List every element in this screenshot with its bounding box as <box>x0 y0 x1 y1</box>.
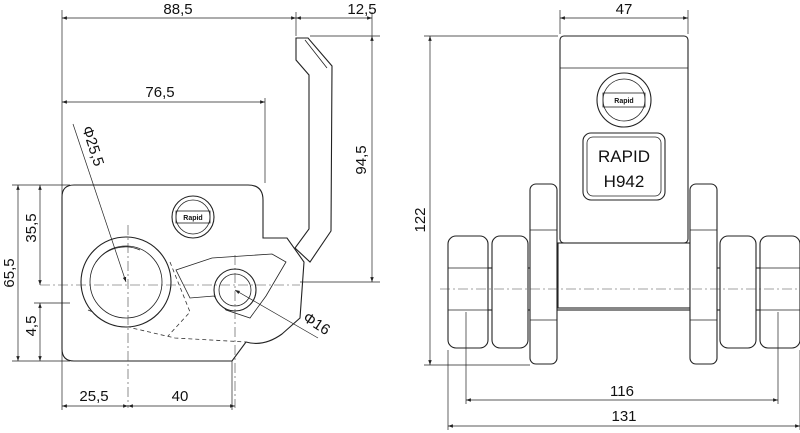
dim-122: 122 <box>412 207 429 232</box>
dim-47: 47 <box>616 1 633 18</box>
dim-12-5: 12,5 <box>347 1 376 18</box>
side-view: Rapid 88,5 12,5 76,5 Φ25,5 94,5 <box>1 1 380 410</box>
dim-116: 116 <box>610 383 634 400</box>
front-roller-right <box>689 183 718 365</box>
front-label-plate: RAPID H942 <box>582 132 666 201</box>
front-wheel-right-outer <box>759 235 800 349</box>
dim-88-5: 88,5 <box>163 1 192 18</box>
front-wheel-right-inner <box>719 235 757 349</box>
front-roller-left <box>529 183 558 365</box>
dim-65-5: 65,5 <box>1 258 18 287</box>
dim-40: 40 <box>172 388 189 405</box>
dim-131: 131 <box>611 408 636 425</box>
front-wheel-left-outer <box>447 235 489 349</box>
dim-dia-16: Φ16 <box>300 309 333 339</box>
diameter-symbol: Φ <box>78 124 98 141</box>
front-logo: Rapid <box>596 72 652 128</box>
dim-4-5: 4,5 <box>23 316 40 337</box>
dim-dia-25-5: Φ25,5 <box>78 124 107 168</box>
dim-76-5: 76,5 <box>145 84 174 101</box>
dim-dia-16-value: 16 <box>310 316 333 339</box>
dim-25-5: 25,5 <box>79 388 108 405</box>
front-label-line1: RAPID <box>598 147 650 166</box>
side-logo-text: Rapid <box>183 215 202 222</box>
side-lever <box>294 37 333 263</box>
front-view: Rapid RAPID H942 <box>412 1 800 430</box>
dim-35-5: 35,5 <box>23 213 40 242</box>
dim-dia-25-5-value: 25,5 <box>82 135 107 168</box>
front-label-line2: H942 <box>604 172 645 191</box>
front-wheel-left-inner <box>491 235 529 349</box>
dim-94-5: 94,5 <box>353 145 370 174</box>
side-logo: Rapid <box>171 195 215 239</box>
front-logo-text: Rapid <box>614 98 633 105</box>
